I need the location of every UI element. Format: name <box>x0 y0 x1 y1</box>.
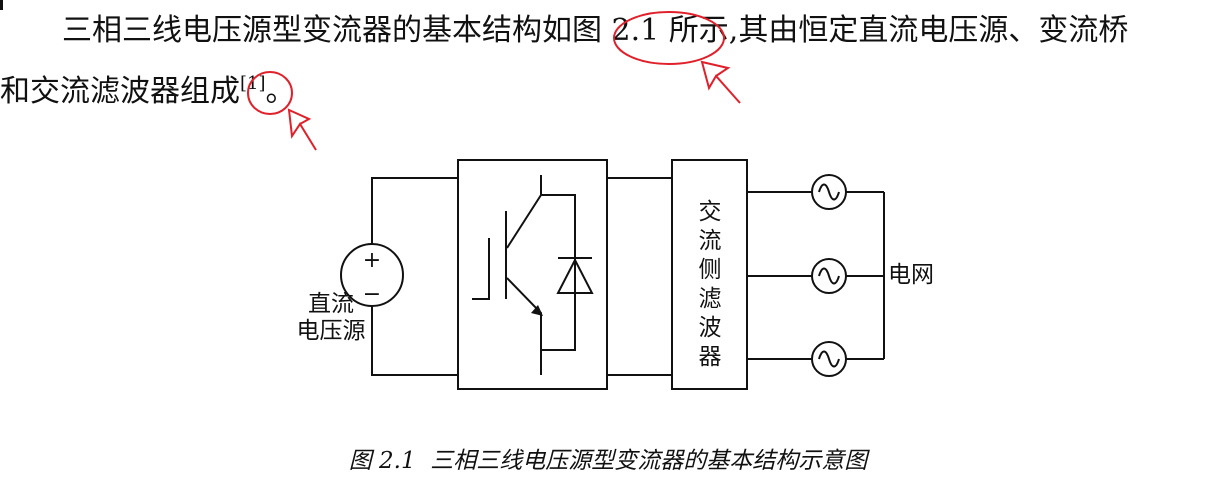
annotation-circle <box>613 11 725 65</box>
diode-icon <box>556 257 594 294</box>
ac-source-icon <box>811 174 847 210</box>
dc-bottom-wire <box>371 297 458 376</box>
emitter-arrow-icon <box>531 305 543 316</box>
minus-sign: − <box>363 282 381 307</box>
ac-filter-label: 交 流 侧 滤 波 器 <box>698 199 722 370</box>
diode-branch <box>541 194 576 351</box>
plus-sign: + <box>363 248 381 273</box>
callout-arrow-icon <box>287 108 317 151</box>
gate-lead <box>472 238 490 300</box>
paragraph-line-2: 和交流滤波器组成[1]。 <box>0 73 1216 111</box>
paragraph-text: 。 <box>265 74 296 109</box>
dc-voltage-source-icon: + − <box>340 243 404 307</box>
annotation-circle <box>247 71 293 115</box>
ac-source-icon <box>811 258 847 294</box>
grid-label: 电网 <box>888 262 934 288</box>
igbt-icon <box>472 175 576 375</box>
ac-source-icon <box>811 341 847 377</box>
figure-caption: 图 2.1 三相三线电压源型变流器的基本结构示意图 <box>348 448 868 474</box>
collector-lead <box>506 175 542 249</box>
dc-source-label: 直流 电压源 <box>296 291 366 344</box>
callout-arrow-icon <box>700 60 741 104</box>
paragraph-text: 和交流滤波器组成 <box>0 74 240 109</box>
paragraph-text: 所示,其由恒定直流电压源、变流桥 <box>668 13 1129 48</box>
ac-filter-box <box>671 159 748 390</box>
converter-bridge-box <box>457 159 608 390</box>
page-corner-mark <box>0 0 3 10</box>
emitter-lead <box>506 277 542 375</box>
paragraph-text: 三相三线电压源型变流器的基本结构如 <box>62 13 572 48</box>
dc-top-wire <box>371 177 458 253</box>
citation-reference[interactable]: [1] <box>240 73 266 94</box>
